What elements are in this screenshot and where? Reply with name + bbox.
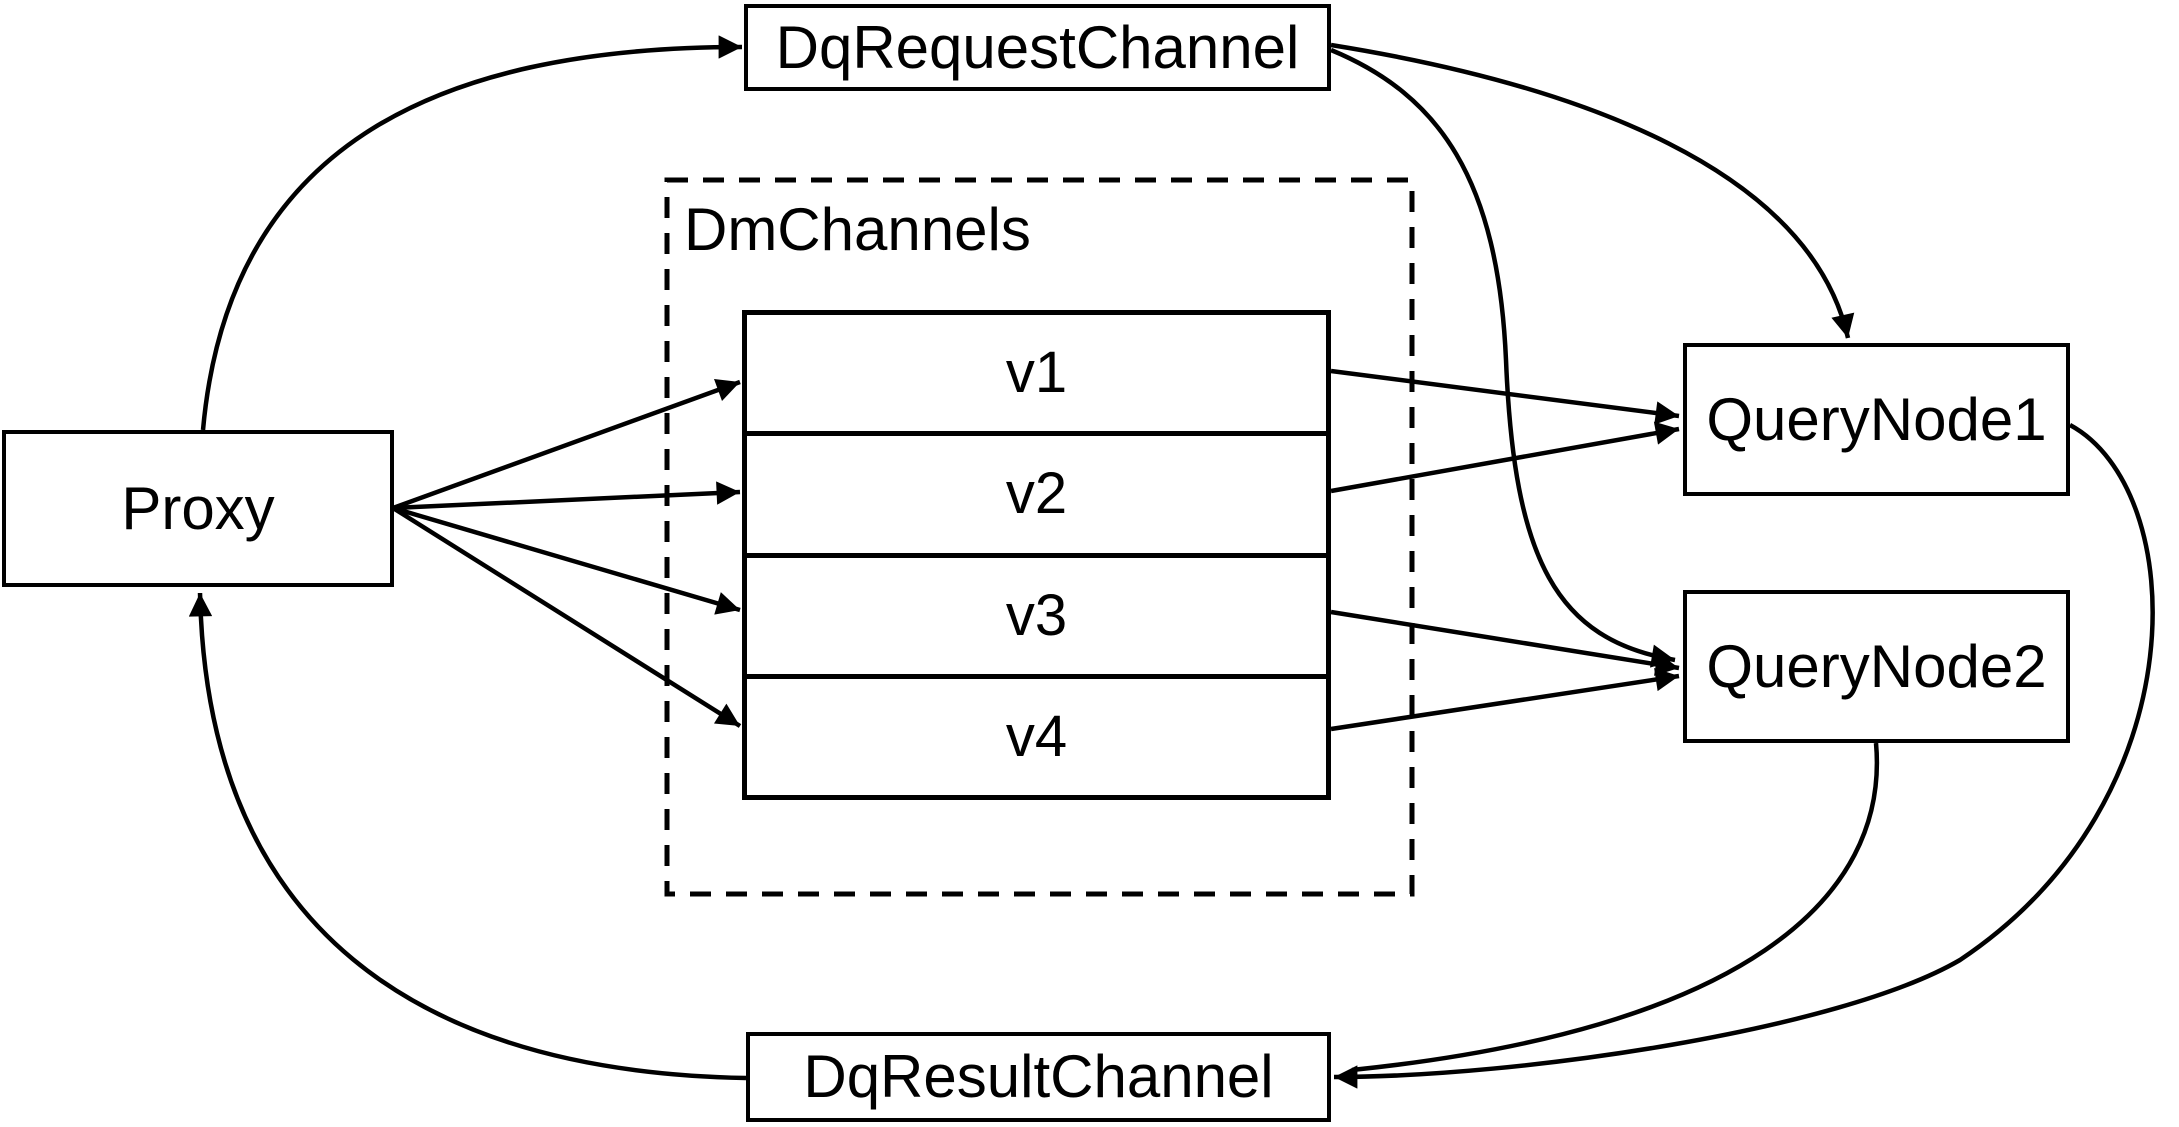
- channel-row-v3: v3: [747, 552, 1326, 674]
- dmchannels-dashed-border: [664, 177, 1415, 897]
- edge-v4-to-querynode2: [1330, 667, 1680, 732]
- edge-v2-to-querynode1: [1330, 421, 1680, 494]
- dmchannels-stack: v1 v2 v3 v4: [742, 310, 1331, 800]
- edge-proxy-to-v3: [392, 505, 741, 615]
- node-dqresultchannel: DqResultChannel: [746, 1032, 1331, 1122]
- edge-dqresultchannel-to-proxy: [188, 592, 747, 1081]
- edge-querynode2-to-dqresultchannel: [1351, 742, 1880, 1073]
- node-querynode1: QueryNode1: [1683, 343, 2070, 496]
- node-dqrequestchannel: DqRequestChannel: [744, 4, 1331, 91]
- node-querynode2: QueryNode2: [1683, 590, 2070, 743]
- node-querynode1-label: QueryNode1: [1706, 385, 2047, 453]
- channel-row-v2: v2: [747, 431, 1326, 552]
- edge-v1-to-querynode1: [1330, 368, 1680, 425]
- node-dqrequestchannel-label: DqRequestChannel: [775, 13, 1300, 81]
- edge-v3-to-querynode2: [1330, 609, 1680, 676]
- node-proxy-label: Proxy: [121, 474, 275, 542]
- edge-proxy-to-v4: [391, 506, 742, 728]
- edge-proxy-to-v1: [392, 378, 741, 511]
- node-proxy: Proxy: [2, 430, 394, 587]
- node-querynode2-label: QueryNode2: [1706, 632, 2047, 700]
- edge-proxy-to-v2: [392, 481, 741, 511]
- edge-proxy-to-dqrequestchannel: [200, 35, 743, 431]
- edge-querynode1-to-dqresultchannel: [1333, 423, 2155, 1089]
- node-dqresultchannel-label: DqResultChannel: [803, 1043, 1274, 1110]
- edge-dqrequestchannel-to-querynode1: [1330, 42, 1855, 339]
- dmchannels-title: DmChannels: [684, 196, 1031, 263]
- channel-row-v4: v4: [747, 673, 1326, 795]
- edge-dqrequestchannel-to-querynode2: [1330, 47, 1676, 668]
- channel-row-v1: v1: [1005, 340, 1068, 406]
